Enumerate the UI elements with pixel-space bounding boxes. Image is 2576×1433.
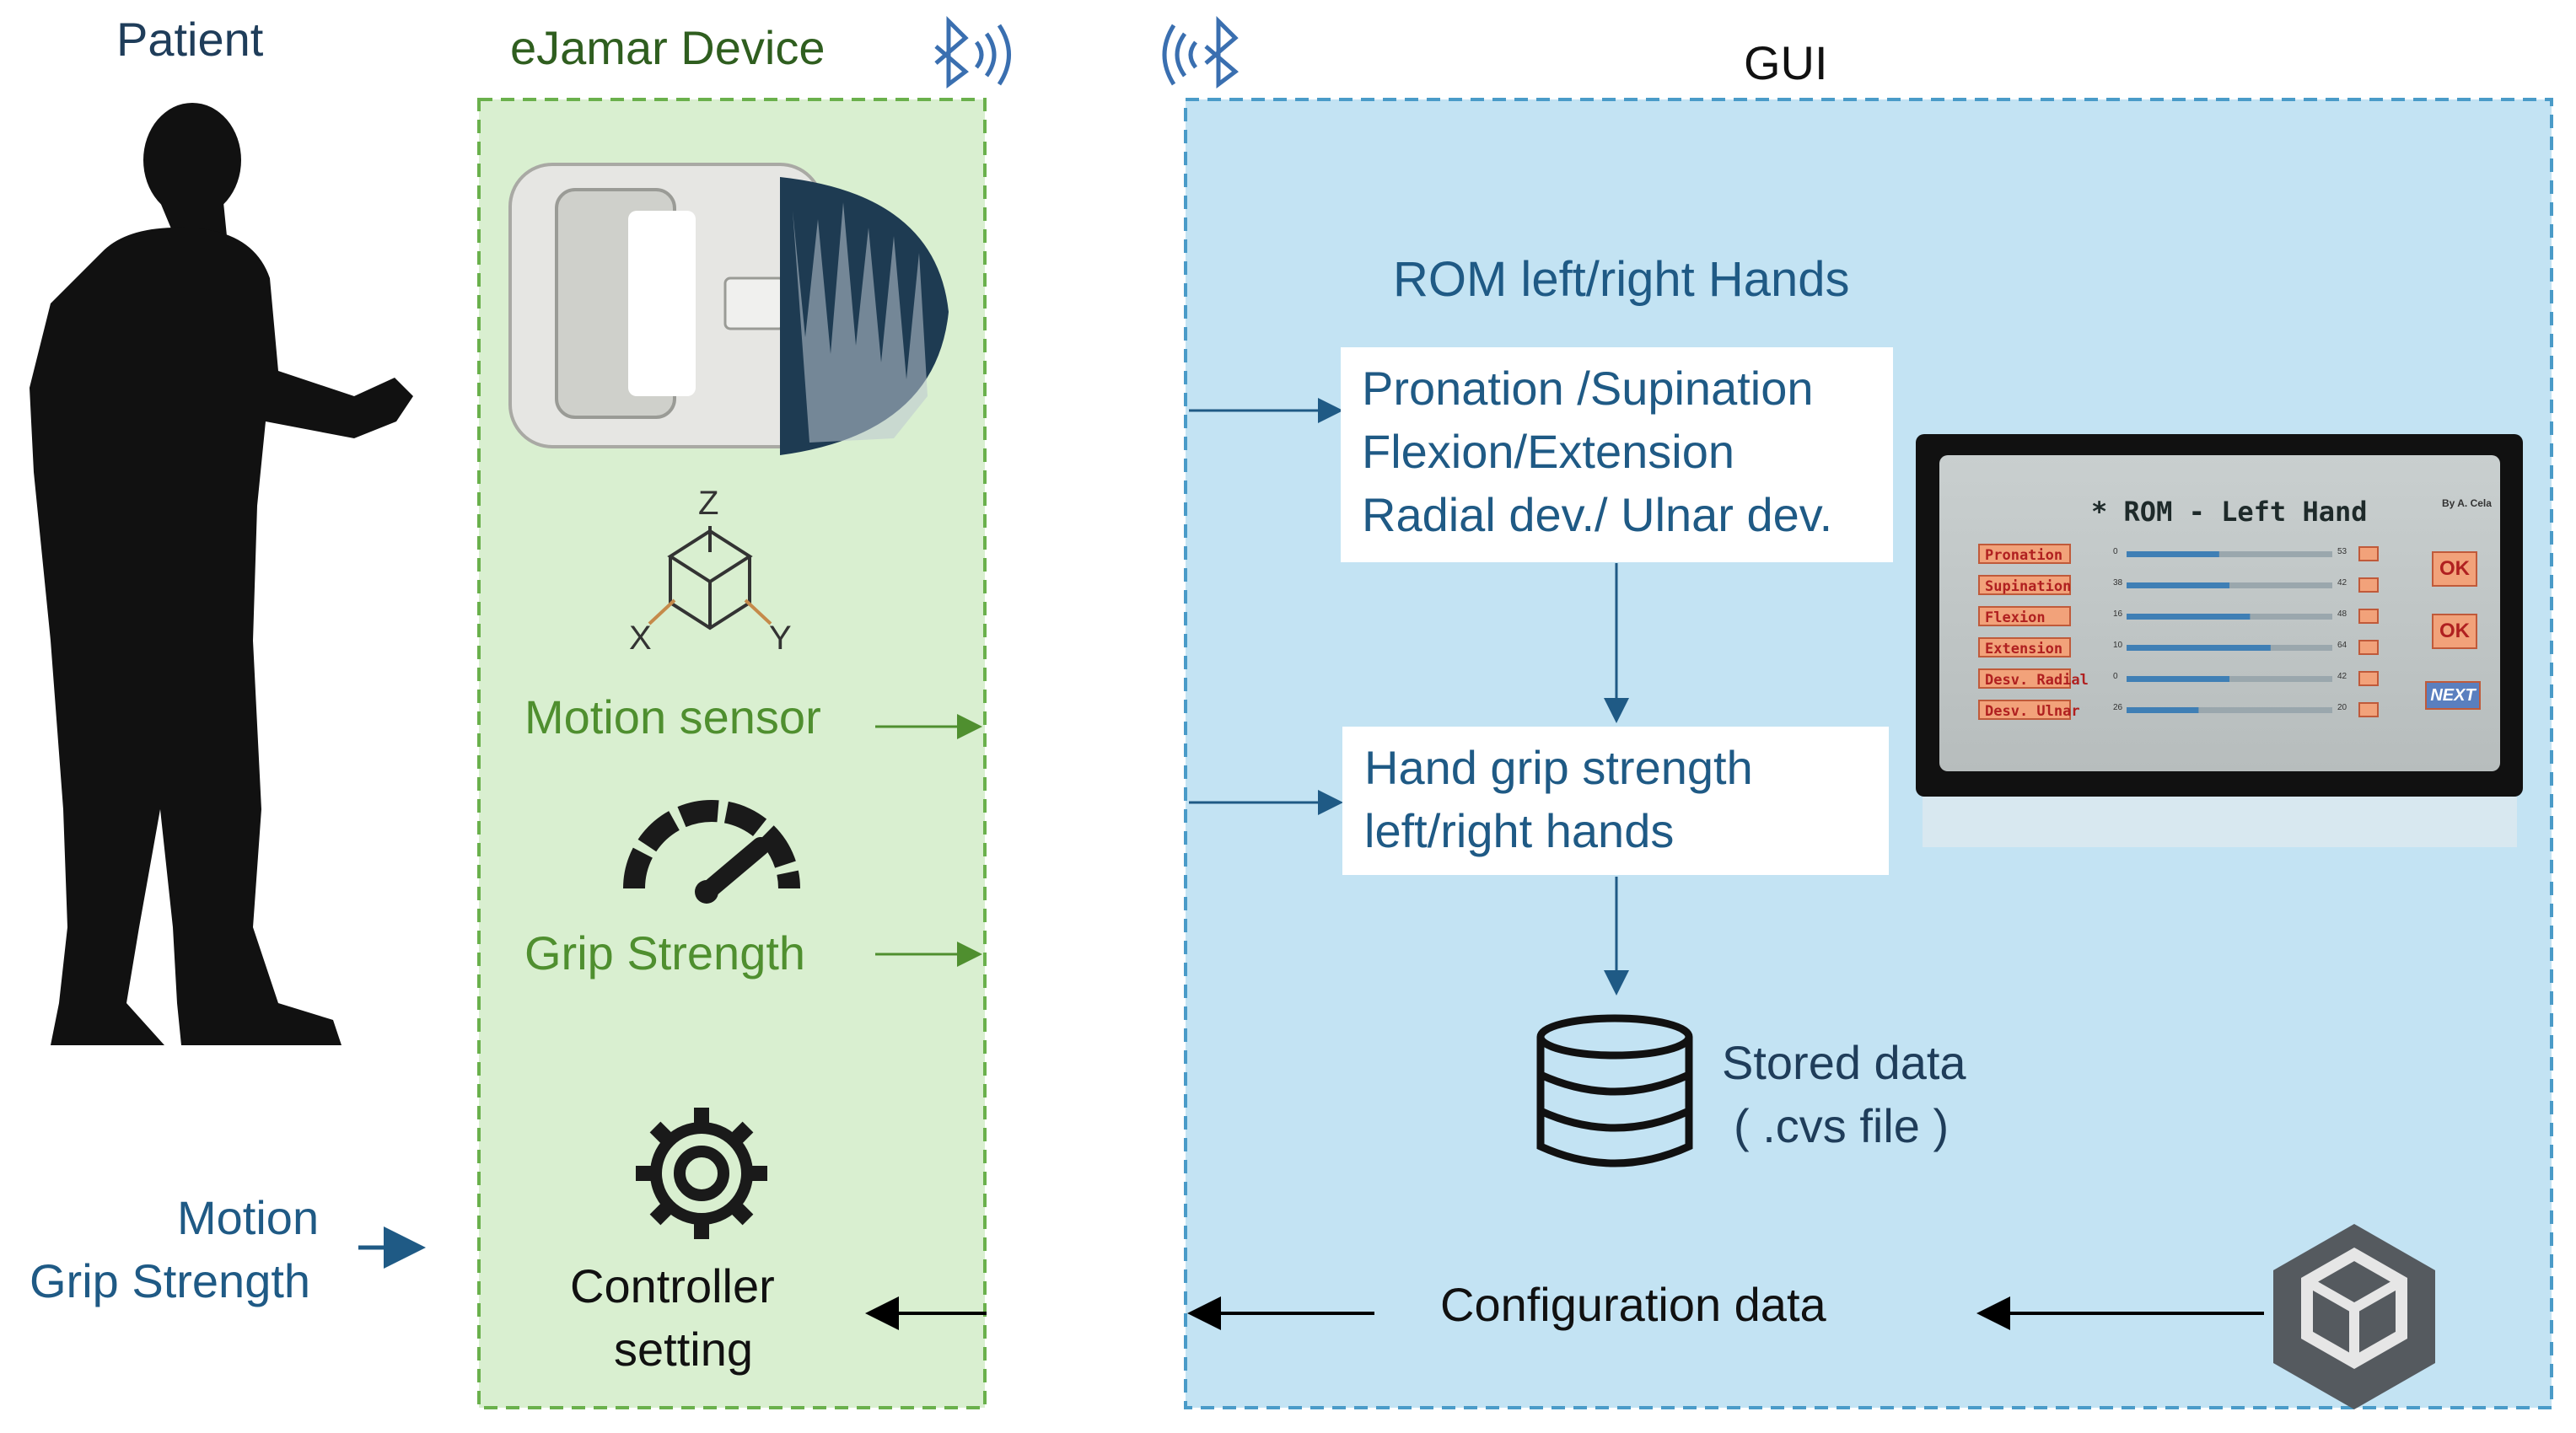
grip-item: left/right hands <box>1364 804 1675 857</box>
motion-sensor-label: Motion sensor <box>524 690 821 743</box>
screen-row-min: 16 <box>2113 609 2123 619</box>
screen-ok-button[interactable]: OK <box>2432 551 2477 587</box>
screen-row-label[interactable]: Pronation <box>1978 544 2071 564</box>
screen-row-max: 20 <box>2337 703 2347 712</box>
rom-heading: ROM left/right Hands <box>1393 252 1850 307</box>
screen-rows <box>2127 546 2379 717</box>
axis-z-label: Z <box>698 485 719 522</box>
grip-items-box <box>1342 727 1889 875</box>
patient-label: Patient <box>116 13 264 66</box>
screen-row-checkbox[interactable] <box>2358 546 2379 561</box>
unity-logo-icon <box>2273 1224 2435 1409</box>
controller-label-line1: Controller <box>570 1259 775 1312</box>
screen-row-label[interactable]: Desv. Ulnar <box>1978 700 2080 720</box>
stored-data-line2: ( .cvs file ) <box>1734 1099 1949 1152</box>
screen-row-slider-fill <box>2127 645 2271 651</box>
database-icon <box>1536 1014 1693 1167</box>
screen-row-slider-track[interactable] <box>2127 707 2332 713</box>
axis-x-label: X <box>629 620 652 657</box>
screen-next-button[interactable]: NEXT <box>2425 681 2481 710</box>
screen-row-max: 64 <box>2337 641 2347 650</box>
rom-item: Flexion/Extension <box>1362 425 1735 478</box>
screen-row-slider-fill <box>2127 707 2199 713</box>
screen-row-max: 53 <box>2337 547 2347 556</box>
screen-credit: By A. Cela <box>2442 497 2492 509</box>
screen-row-max: 42 <box>2337 578 2347 588</box>
bluetooth-icon <box>934 15 1011 89</box>
screen-ok-button[interactable]: OK <box>2432 614 2477 649</box>
screen-row-max: 48 <box>2337 609 2347 619</box>
controller-label-line2: setting <box>614 1323 753 1376</box>
screen-row-slider-fill <box>2127 551 2219 557</box>
screen-row-min: 0 <box>2113 672 2118 681</box>
screen-row-checkbox[interactable] <box>2358 577 2379 593</box>
motion-axes-icon <box>648 526 772 631</box>
screen-title: * ROM - Left Hand <box>2091 496 2368 528</box>
configuration-data-label: Configuration data <box>1440 1278 1826 1331</box>
screen-row-min: 0 <box>2113 547 2118 556</box>
screen-row-max: 42 <box>2337 672 2347 681</box>
gui-title: GUI <box>1744 36 1828 89</box>
patient-output-line1: Motion <box>177 1191 320 1244</box>
axis-y-label: Y <box>769 620 792 657</box>
rom-item: Radial dev./ Ulnar dev. <box>1362 488 1833 541</box>
rom-item: Pronation /Supination <box>1362 362 1814 415</box>
screen-row-min: 38 <box>2113 578 2123 588</box>
screen-row-slider-fill <box>2127 614 2251 620</box>
screen-row-checkbox[interactable] <box>2358 609 2379 624</box>
stored-data-line1: Stored data <box>1722 1036 1966 1089</box>
bluetooth-icon <box>1162 15 1239 89</box>
screen-row-slider-fill <box>2127 582 2229 588</box>
device-title: eJamar Device <box>510 21 826 74</box>
screen-row-checkbox[interactable] <box>2358 671 2379 686</box>
rom-items-box <box>1341 347 1893 562</box>
screen-row-slider-fill <box>2127 676 2229 682</box>
screen-row-checkbox[interactable] <box>2358 640 2379 655</box>
person-silhouette <box>30 103 413 1046</box>
screen-row-min: 26 <box>2113 703 2123 712</box>
grip-device-image <box>508 163 949 455</box>
screen-row-slider-track[interactable] <box>2127 551 2332 557</box>
screen-row-label[interactable]: Supination <box>1978 575 2071 595</box>
screen-row-checkbox[interactable] <box>2358 702 2379 717</box>
screen-row-label[interactable]: Flexion <box>1978 606 2071 626</box>
gauge-icon <box>623 800 800 904</box>
patient-output-line2: Grip Strength <box>30 1254 311 1307</box>
gear-icon <box>636 1108 767 1239</box>
grip-item: Hand grip strength <box>1364 741 1753 794</box>
screen-row-label[interactable]: Desv. Radial <box>1978 668 2089 689</box>
screen-row-label[interactable]: Extension <box>1978 637 2071 657</box>
grip-strength-label: Grip Strength <box>524 926 806 979</box>
screen-row-min: 10 <box>2113 641 2123 650</box>
